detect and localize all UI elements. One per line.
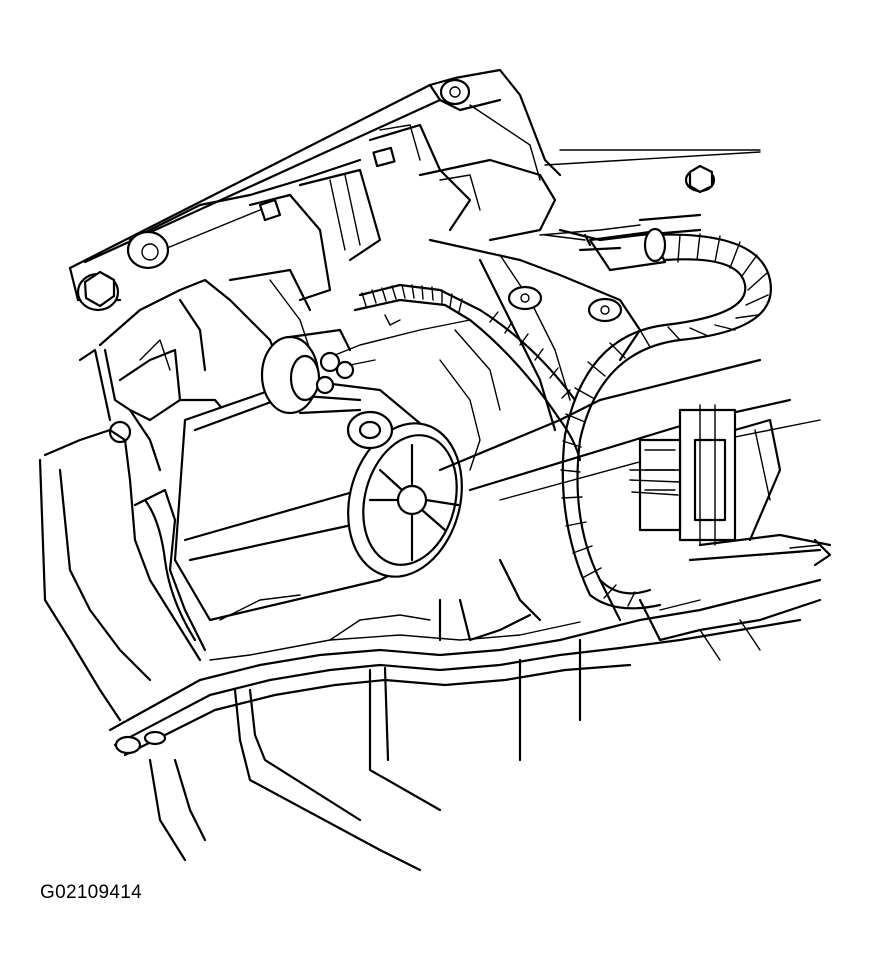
flywheel-teeth-icon	[361, 284, 463, 313]
figure-code-label: G02109414	[40, 882, 143, 903]
transmission-housing	[428, 213, 832, 562]
engine-side-casting	[78, 268, 312, 472]
engine-block	[68, 68, 761, 312]
oil-pan	[38, 428, 832, 872]
harness-segment-icon	[560, 233, 769, 607]
starter-motor	[173, 283, 482, 622]
starter-terminal-icon	[315, 339, 381, 395]
end-cap-spokes-icon	[368, 443, 460, 562]
wiring-harness	[468, 227, 772, 610]
